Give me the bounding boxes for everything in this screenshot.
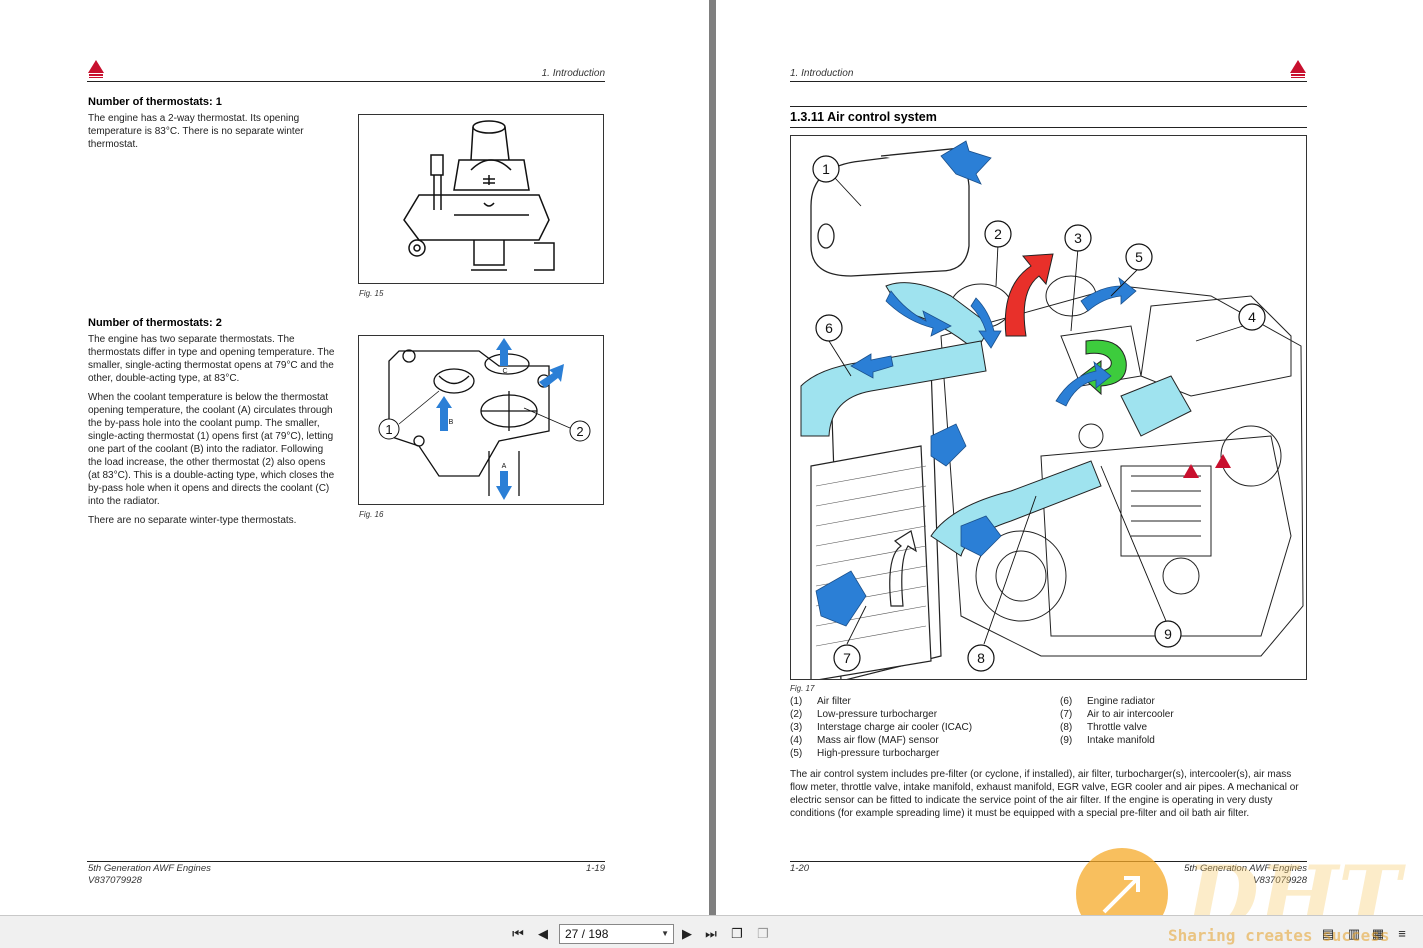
figure-15 — [358, 114, 604, 284]
dual-thermostat-drawing: 1 2 A B C — [378, 338, 591, 500]
header-section: 1. Introduction — [541, 68, 605, 79]
callout-3 — [1064, 224, 1092, 252]
callout-6-label: 6 — [825, 320, 833, 336]
footer-code: V837079928 — [88, 875, 142, 886]
left-page: 1. Introduction Number of thermostats: 1… — [0, 0, 709, 915]
legend-item: (8)Throttle valve — [1060, 722, 1148, 733]
callout-8-label: 8 — [977, 650, 985, 666]
section-title: 1.3.11 Air control system — [790, 110, 937, 124]
thermostat-housing-drawing — [403, 120, 555, 271]
continuous-view-icon[interactable]: ▥ — [1347, 926, 1361, 941]
first-page-icon[interactable]: ⏮ — [512, 926, 524, 941]
callout-1-label: 1 — [385, 422, 392, 437]
legend-item: (3)Interstage charge air cooler (ICAC) — [790, 722, 973, 733]
viewer-toolbar — [0, 915, 1423, 948]
callout-5-label: 5 — [1135, 249, 1143, 265]
brand-logo-icon — [1289, 59, 1307, 79]
legend-item: (4)Mass air flow (MAF) sensor — [790, 735, 939, 746]
callout-7 — [833, 644, 861, 672]
callout-7-label: 7 — [843, 650, 851, 666]
single-page-view-icon[interactable]: ▤ — [1321, 926, 1335, 941]
callout-8 — [967, 644, 995, 672]
legend-item: (1)Air filter — [790, 696, 851, 707]
legend-right: (6)Engine radiator (7)Air to air interco… — [1060, 695, 1300, 747]
callout-4 — [1238, 303, 1266, 331]
footer-title: 5th Generation AWF Engines — [88, 863, 211, 874]
figure-17: 1 2 3 4 5 6 7 8 9 — [790, 135, 1307, 680]
footer-title: 5th Generation AWF Engines — [1184, 863, 1307, 874]
legend-item: (5)High-pressure turbocharger — [790, 748, 940, 759]
brand-logo-icon — [87, 59, 105, 79]
thermostat1-text: The engine has a 2-way thermostat. Its o… — [88, 113, 304, 150]
footer-rule — [87, 861, 605, 862]
callout-1 — [812, 155, 840, 183]
air-control-diagram: 1 2 3 4 5 6 7 8 9 — [800, 140, 1304, 679]
two-page-view-icon[interactable]: ▦ — [1371, 926, 1385, 941]
fig16-caption: Fig. 16 — [359, 510, 384, 519]
letter-b: B — [449, 419, 454, 426]
footer-left: 5th Generation AWF Engines V837079928 — [88, 863, 211, 887]
fig17-caption: Fig. 17 — [790, 684, 815, 693]
callout-3-label: 3 — [1074, 230, 1082, 246]
thermostat2-p2: When the coolant temperature is below th… — [88, 392, 335, 507]
letter-a: A — [502, 463, 507, 470]
callout-2-label: 2 — [994, 226, 1002, 242]
section-rule-bottom — [790, 127, 1307, 128]
callout-1 — [378, 418, 400, 440]
callout-1-label: 1 — [822, 161, 830, 177]
legend-item: (9)Intake manifold — [1060, 735, 1155, 746]
callout-6 — [815, 314, 843, 342]
header-section: 1. Introduction — [790, 68, 854, 79]
footer-rule — [790, 861, 1307, 862]
page-number: 1-19 — [585, 863, 605, 874]
legend-item: (2)Low-pressure turbocharger — [790, 709, 938, 720]
prev-page-icon[interactable]: ◀ — [538, 926, 548, 941]
page-number-select[interactable]: 27 / 198 ▼ — [559, 924, 674, 944]
callout-2 — [984, 220, 1012, 248]
page-number: 1-20 — [790, 863, 810, 874]
next-page-icon[interactable]: ▶ — [682, 926, 692, 941]
callout-5 — [1125, 243, 1153, 271]
header-rule — [87, 81, 605, 82]
thermostat2-text: The engine has two separate thermostats.… — [88, 333, 338, 533]
callout-4-label: 4 — [1248, 309, 1256, 325]
figure-16: 1 2 A B C — [358, 335, 604, 505]
fig15-caption: Fig. 15 — [359, 289, 384, 298]
legend-item: (6)Engine radiator — [1060, 696, 1155, 707]
thermostat1-heading: Number of thermostats: 1 — [88, 96, 222, 108]
page-indicator: 27 / 198 — [565, 927, 609, 941]
watermark-tagline: Sharing creates success — [1168, 926, 1390, 945]
chevron-down-icon: ▼ — [661, 929, 669, 938]
callout-9 — [1154, 620, 1182, 648]
legend-item: (7)Air to air intercooler — [1060, 709, 1174, 720]
section-rule-top — [790, 106, 1307, 107]
callout-2 — [569, 420, 591, 442]
thermostat2-p1: The engine has two separate thermostats.… — [88, 334, 335, 384]
letter-c: C — [502, 368, 507, 375]
last-page-icon[interactable]: ⏭ — [705, 926, 717, 941]
copy-icon[interactable]: ❐ — [731, 926, 743, 941]
callout-2-label: 2 — [576, 424, 583, 439]
menu-icon[interactable]: ≡ — [1398, 926, 1406, 941]
thermostat2-heading: Number of thermostats: 2 — [88, 317, 222, 329]
warning-triangle-icon — [1215, 454, 1231, 468]
callout-9-label: 9 — [1164, 626, 1172, 642]
air-control-description: The air control system includes pre-filt… — [790, 769, 1299, 819]
right-page: 1. Introduction 1.3.11 Air control syste… — [716, 0, 1423, 915]
header-rule — [790, 81, 1307, 82]
footer-code: V837079928 — [1253, 875, 1307, 886]
thermostat2-p3: There are no separate winter-type thermo… — [88, 515, 297, 526]
paste-icon[interactable]: ❐ — [757, 926, 769, 941]
warning-triangle-icon — [1183, 464, 1199, 478]
legend-left: (1)Air filter (2)Low-pressure turbocharg… — [790, 695, 1050, 760]
footer-right: 5th Generation AWF Engines V837079928 — [1184, 863, 1307, 887]
